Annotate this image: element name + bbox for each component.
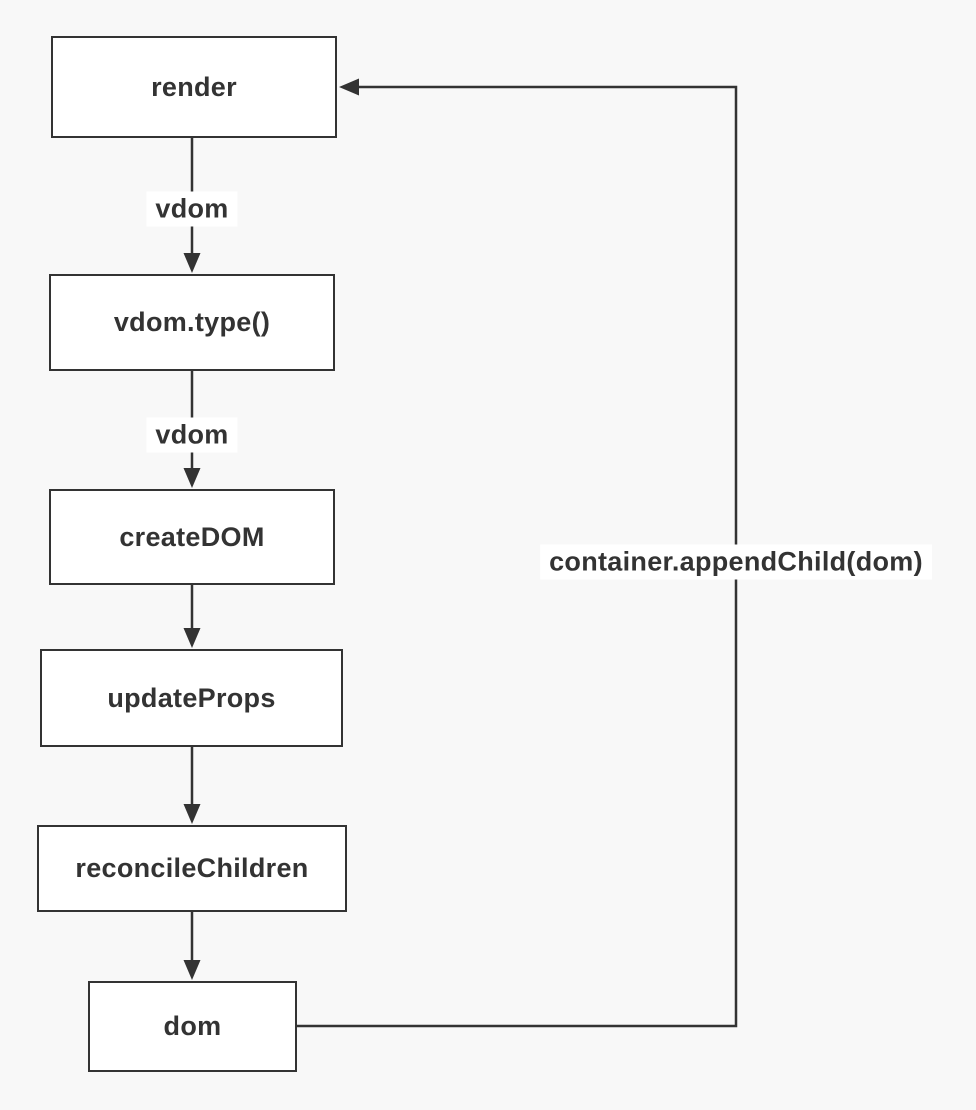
node-render: render [51,36,337,138]
arrowhead-down-icon [183,628,201,648]
node-update-props: updateProps [40,649,343,747]
node-label: vdom.type() [113,307,271,337]
arrowhead-down-icon [183,960,201,980]
edge-label-vdom: vdom [146,191,238,227]
node-reconcile-children: reconcileChildren [37,825,347,912]
node-vdom-type: vdom.type() [49,274,335,371]
node-label: render [151,71,237,102]
node-label: dom [163,1011,222,1041]
arrowhead-down-icon [183,468,201,488]
node-dom: dom [88,981,297,1072]
edge-label-vdom: vdom [146,417,238,453]
node-label: reconcileChildren [75,853,309,883]
arrowhead-down-icon [183,253,201,273]
arrowhead-down-icon [183,804,201,824]
node-label: updateProps [107,682,276,713]
node-create-dom: createDOM [49,489,335,585]
node-label: createDOM [119,521,265,552]
edge-label-container-appendchild: container.appendChild(dom) [540,544,932,580]
arrowhead-left-icon [339,78,359,96]
